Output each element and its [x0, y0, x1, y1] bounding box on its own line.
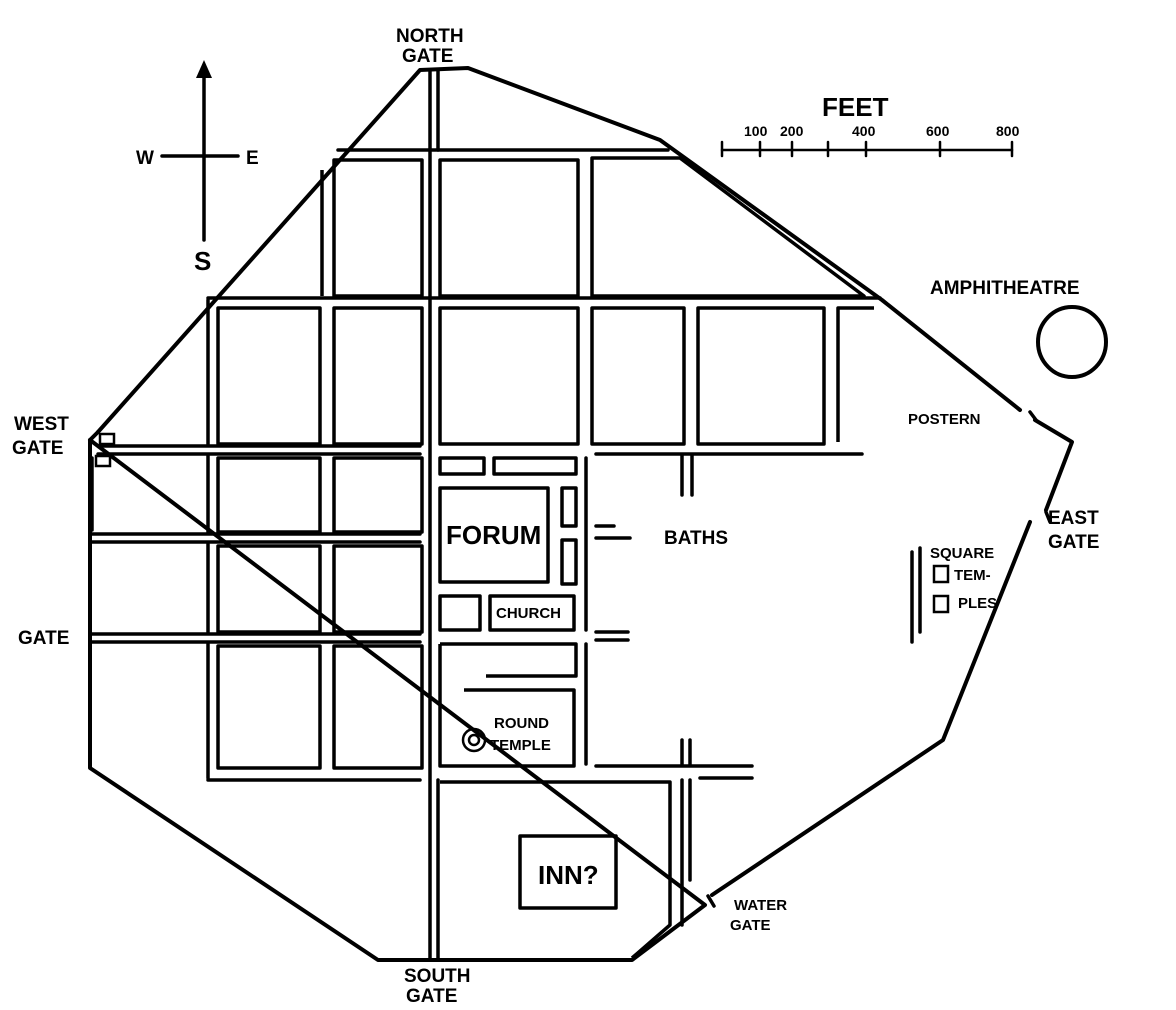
- block: [696, 306, 826, 446]
- east-gate-label-2: GATE: [1048, 532, 1099, 553]
- block: [216, 544, 322, 634]
- block: [438, 306, 580, 446]
- church-label: CHURCH: [496, 605, 561, 622]
- church-block: [488, 594, 576, 632]
- block: [560, 486, 578, 528]
- postern-tick: [1028, 410, 1038, 422]
- streets: [90, 68, 882, 962]
- square-temples-label-1: SQUARE: [930, 545, 994, 562]
- block: [216, 456, 322, 534]
- temple-block: [438, 644, 576, 768]
- block: [438, 158, 580, 298]
- block: [492, 456, 578, 476]
- block: [590, 156, 866, 298]
- south-gate-label-2: GATE: [406, 986, 457, 1007]
- amphitheatre-shape: [1036, 305, 1108, 379]
- water-gate-label-1: WATER: [734, 897, 787, 914]
- square-temples-label-3: PLES: [958, 595, 997, 612]
- west-gate-label-2: GATE: [12, 438, 63, 459]
- gate-label: GATE: [18, 628, 69, 649]
- compass-south-label: S: [194, 246, 211, 276]
- round-temple-inner: [467, 733, 481, 747]
- scale-tick-label: 400: [852, 123, 876, 139]
- baths-label: BATHS: [664, 528, 728, 549]
- square-temples-label-2: TEM-: [954, 567, 991, 584]
- compass-east-label: E: [246, 148, 259, 169]
- scale-tick-label: 200: [780, 123, 804, 139]
- scale-tick-label: 100: [744, 123, 768, 139]
- block: [560, 538, 578, 586]
- block: [332, 456, 424, 534]
- round-temple-outer: [461, 727, 487, 753]
- water-gate-tick: [706, 894, 716, 908]
- south-gate-label-1: SOUTH: [404, 966, 471, 987]
- north-gate-label-2: GATE: [402, 46, 453, 67]
- scale-bar: FEET 100 200 400 600 800: [720, 92, 1020, 158]
- block: [216, 644, 322, 770]
- east-gate-tick: [1044, 510, 1052, 524]
- square-temple-1: [932, 564, 950, 584]
- block: [438, 594, 482, 632]
- block: [590, 306, 686, 446]
- inn-label: INN?: [538, 860, 599, 890]
- scale-tick-label: 600: [926, 123, 950, 139]
- map-labels: NORTH GATE WEST GATE GATE SOUTH GATE WAT…: [12, 26, 1099, 1007]
- west-wall-segment: [88, 430, 100, 442]
- west-gate-label-1: WEST: [14, 414, 69, 435]
- postern-label: POSTERN: [908, 411, 981, 428]
- north-gate-label-1: NORTH: [396, 26, 464, 47]
- square-temple-2: [932, 594, 950, 614]
- east-gate-label-1: EAST: [1048, 508, 1099, 529]
- round-temple-label-1: ROUND: [494, 715, 549, 732]
- block: [332, 644, 424, 770]
- compass-rose: W E S: [136, 60, 259, 276]
- west-gate-tower: [94, 454, 112, 468]
- block-edge: [836, 306, 874, 442]
- town-blocks: [90, 156, 1108, 960]
- compass-west-label: W: [136, 148, 154, 169]
- block: [332, 544, 424, 634]
- inn-building: [518, 834, 618, 910]
- forum-block: [438, 486, 550, 584]
- block: [332, 306, 424, 446]
- scale-title: FEET: [822, 92, 889, 122]
- block: [438, 456, 486, 476]
- block-edge: [440, 642, 578, 678]
- block: [332, 158, 424, 298]
- forum-label: FORUM: [446, 520, 541, 550]
- block: [216, 306, 322, 446]
- west-gate-tower: [98, 432, 116, 446]
- water-gate-label-2: GATE: [730, 917, 771, 934]
- town-wall: [88, 66, 1074, 962]
- inn-block-edge: [440, 780, 672, 960]
- amphitheatre-label: AMPHITHEATRE: [930, 278, 1080, 299]
- scale-tick-label: 800: [996, 123, 1020, 139]
- round-temple-label-2: TEMPLE: [490, 737, 551, 754]
- north-arrow-icon: [196, 60, 212, 78]
